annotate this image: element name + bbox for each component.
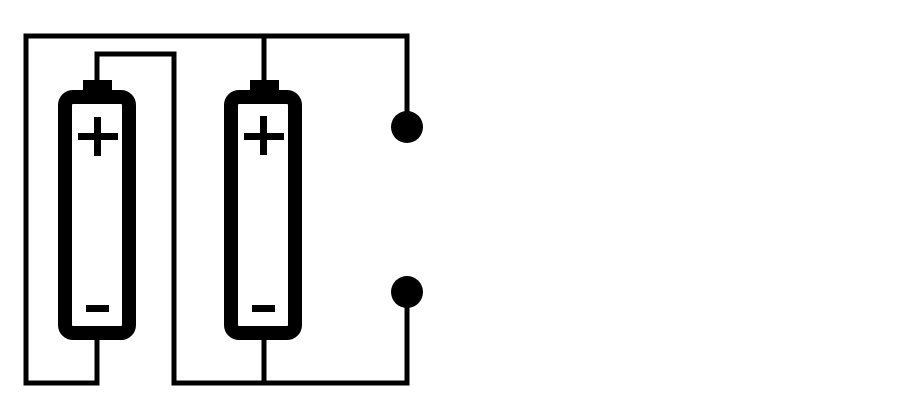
top-terminal <box>391 111 423 143</box>
battery-2-plus-v <box>260 116 267 155</box>
bottom-terminal <box>391 276 423 308</box>
battery-1-minus <box>86 305 109 312</box>
battery-2-minus <box>252 305 275 312</box>
wire-outer <box>23 33 410 386</box>
wire-inner <box>94 51 410 386</box>
battery-1-body <box>58 90 136 340</box>
battery-2 <box>224 80 302 340</box>
battery-1 <box>58 80 136 340</box>
battery-2-body <box>224 90 302 340</box>
battery-1-plus-v <box>94 117 101 156</box>
